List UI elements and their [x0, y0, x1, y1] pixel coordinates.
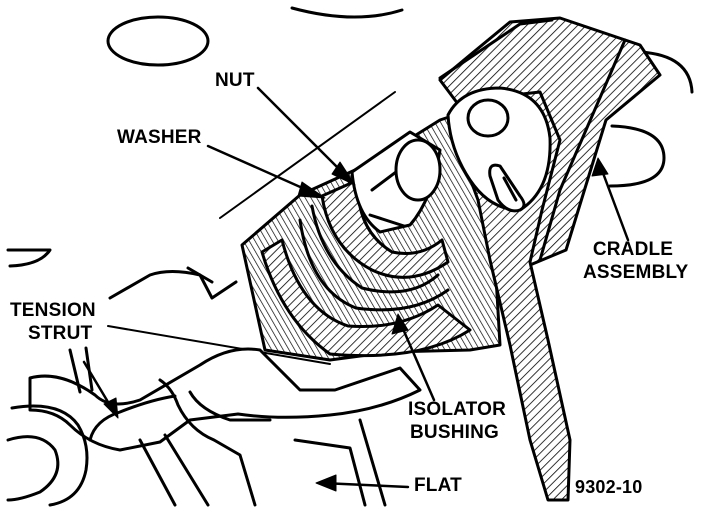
tension-strut-edge [88, 394, 177, 442]
label-cradle-line2: ASSEMBLY [583, 262, 689, 283]
wrench-hole-top [466, 98, 510, 138]
isolator-bushing-outer [260, 238, 472, 358]
nut-arrowhead [331, 161, 356, 186]
figure-number: 9302-10 [575, 477, 643, 497]
label-washer: WASHER [117, 127, 202, 148]
strut-end-2 [188, 390, 272, 422]
isolator-leader [398, 320, 436, 402]
left-flange-fold [186, 266, 214, 284]
stud [394, 138, 442, 202]
label-isolator-line1: ISOLATOR [408, 399, 507, 420]
strut-rod-1 [138, 438, 177, 507]
label-cradle-line1: CRADLE [592, 239, 674, 260]
strut-flat [293, 438, 367, 507]
cradle-bracket-edge [538, 38, 627, 262]
top-arc [290, 6, 404, 19]
nut-face2 [368, 213, 406, 228]
tension-ref-line [107, 325, 331, 365]
strut-rod-2 [163, 433, 210, 507]
nut-leader [256, 86, 352, 182]
washer-arrowhead [297, 181, 326, 199]
lower-left-loop-2 [6, 435, 60, 502]
washer [320, 178, 450, 279]
isolator-bushing-ring [310, 204, 440, 294]
flat-arrowhead [315, 474, 337, 492]
washer-leader [206, 144, 318, 196]
isolator-arrowhead [391, 313, 409, 335]
strut-flat-2 [358, 418, 387, 507]
lower-left-loop [10, 404, 89, 507]
section-line [219, 91, 396, 219]
label-nut: NUT [215, 70, 255, 91]
label-tension-line2: STRUT [28, 323, 93, 344]
isolator-bushing-ring2 [298, 218, 450, 312]
cradle-edge-right [638, 50, 694, 94]
cradle-hole-right [608, 124, 666, 188]
label-flat: FLAT [414, 475, 462, 496]
lower-left-tick [68, 348, 82, 394]
left-flange [108, 270, 238, 300]
wrench-slot-inner [502, 176, 518, 202]
cradle-hole-left [106, 15, 210, 67]
label-isolator-line2: BUSHING [410, 422, 500, 443]
cradle-leader [598, 163, 630, 242]
cradle-arrowhead [591, 157, 609, 177]
cradle-bracket-fold [438, 18, 554, 80]
label-tension-line1: TENSION [10, 300, 96, 321]
strut-end [158, 378, 257, 507]
left-bracket [6, 248, 52, 268]
tension-arrowhead [103, 397, 119, 419]
